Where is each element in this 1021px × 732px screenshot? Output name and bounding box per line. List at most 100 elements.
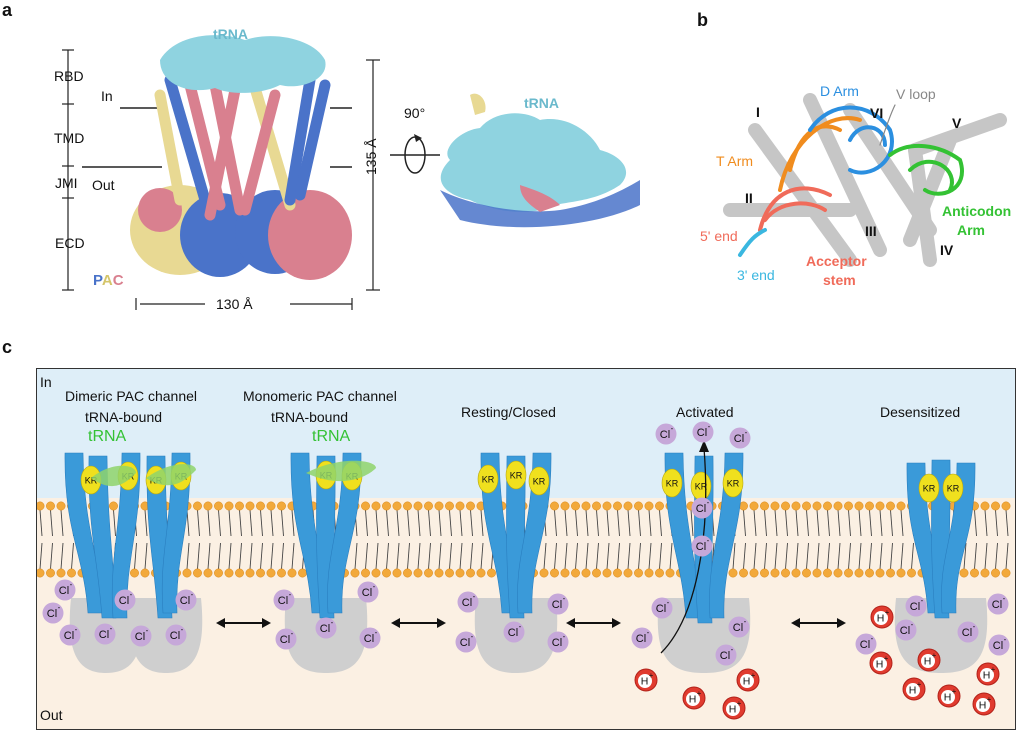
t-arm-label: T Arm [716,153,754,169]
anticodon-label-1: Anticodon [942,203,1012,219]
state-4-kr: KR [661,468,683,498]
trna-structure-figure [723,93,1007,267]
svg-text:-: - [75,625,78,634]
anticodon-label-2: Arm [957,222,986,238]
three-end-label: 3' end [737,267,775,283]
svg-text:-: - [110,624,113,633]
svg-text:-: - [146,626,149,635]
svg-text:-: - [973,622,976,631]
svg-text:-: - [667,598,670,607]
proton-ion: H+ [917,648,941,672]
svg-text:H: H [909,685,917,697]
svg-text:H: H [944,692,952,704]
jmi-label: JMI [55,175,78,191]
chloride-ion: Cl- [655,423,677,445]
state-3-kr: KR [477,464,499,494]
svg-text:-: - [1004,635,1007,644]
svg-text:Cl: Cl [656,603,666,615]
in-side-label: In [101,88,113,104]
proton-ion: H+ [976,662,1000,686]
svg-text:Cl: Cl [64,630,74,642]
svg-text:KR: KR [947,484,960,494]
cryoem-map-front [130,35,352,280]
helix-v-label: V [952,115,962,131]
chloride-ion: Cl- [130,625,152,647]
rotation-label: 90° [404,105,426,121]
state-4-kr: KR [722,468,744,498]
svg-text:-: - [181,625,184,634]
svg-text:+: + [885,608,890,617]
state-5-helix [941,462,976,614]
state-1-helix [111,452,141,619]
state-1-trna-shape [91,465,136,487]
chloride-ion: Cl- [729,427,751,449]
svg-text:-: - [1003,594,1006,603]
out-label: Out [40,707,63,723]
svg-text:-: - [70,580,73,589]
svg-text:-: - [58,603,61,612]
panel-b-letter: b [697,10,708,30]
helix-iv-label: IV [940,242,954,258]
state-2-title-2: tRNA-bound [271,409,349,425]
pac-c-letter: C [112,272,124,289]
chloride-ion: Cl- [547,631,569,653]
chloride-ion: Cl- [114,589,136,611]
svg-text:-: - [473,592,476,601]
svg-text:KR: KR [727,479,740,489]
svg-text:-: - [291,629,294,638]
svg-text:Cl: Cl [552,637,562,649]
state-2-trna: tRNA [312,428,351,445]
helix-i-label: I [756,104,760,120]
state-1-trna-shape [146,464,196,486]
chloride-ion: Cl- [275,628,297,650]
svg-text:Cl: Cl [962,627,972,639]
chloride-ion: Cl- [715,644,737,666]
chloride-ion: Cl- [987,593,1009,615]
svg-text:+: + [737,699,742,708]
svg-text:-: - [373,582,376,591]
height-label: 135 Å [363,138,379,175]
svg-text:H: H [641,676,649,688]
proton-ion: H+ [870,605,894,629]
svg-text:Cl: Cl [733,622,743,634]
proton-ion: H+ [736,668,760,692]
rotation-arrow-icon [390,134,440,174]
chloride-ion: Cl- [691,535,713,557]
pac-p-letter: P [93,272,102,289]
svg-text:KR: KR [666,479,679,489]
v-loop-label: V loop [896,86,936,102]
height-scale-bar [366,59,380,291]
pac-legend: PAC [93,272,124,289]
cryoem-map-side [440,93,640,228]
svg-text:Cl: Cl [734,433,744,445]
out-side-label: Out [92,177,115,193]
chloride-ion: Cl- [728,616,750,638]
svg-text:-: - [331,618,334,627]
proton-ion: H+ [722,696,746,720]
chloride-ion: Cl- [59,624,81,646]
svg-text:-: - [519,622,522,631]
proton-ion: H+ [682,686,706,710]
svg-text:-: - [563,632,566,641]
svg-text:Cl: Cl [910,601,920,613]
svg-text:-: - [707,498,710,507]
helix-iii-label: III [865,223,877,239]
state-3-title: Resting/Closed [461,404,556,420]
svg-text:KR: KR [923,484,936,494]
state-5-kr: KR [942,473,964,503]
acceptor-label-1: Acceptor [806,253,867,269]
chloride-ion: Cl- [165,624,187,646]
chloride-ion: Cl- [905,595,927,617]
svg-text:Cl: Cl [180,595,190,607]
svg-text:-: - [671,424,674,433]
svg-text:Cl: Cl [460,637,470,649]
state-1-kr: KR [80,465,102,495]
chloride-ion: Cl- [175,589,197,611]
svg-text:Cl: Cl [508,627,518,639]
panel-c-border [36,368,1016,730]
proton-ion: H+ [972,692,996,716]
svg-text:-: - [744,617,747,626]
svg-text:Cl: Cl [170,630,180,642]
svg-text:Cl: Cl [552,599,562,611]
svg-text:-: - [708,422,711,431]
